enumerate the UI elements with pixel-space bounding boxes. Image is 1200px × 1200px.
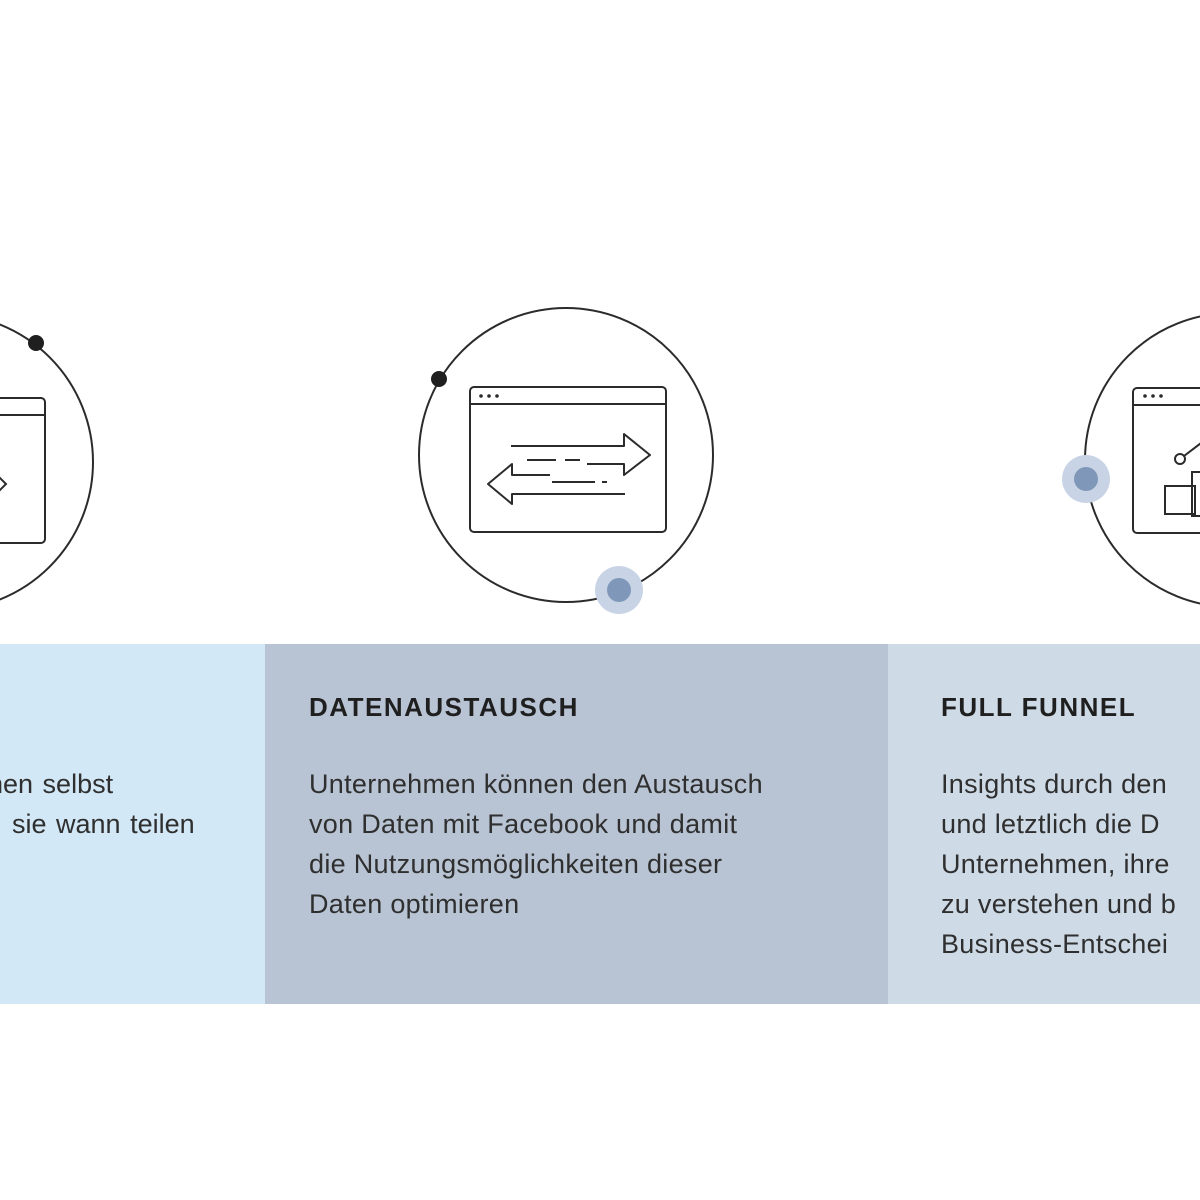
right-panel-line: Unternehmen, ihre	[941, 849, 1170, 879]
feature-panel-left	[0, 644, 265, 1004]
icon-illustrations	[0, 307, 1200, 614]
middle-orbit-circle	[418, 307, 714, 603]
middle-feature-icon	[418, 307, 714, 614]
right-feature-icon	[1062, 315, 1200, 605]
data-exchange-arrows-icon	[469, 386, 667, 533]
left-panel-clip: nen selbst sie wann teilen	[0, 644, 265, 1004]
middle-orbit-dot	[431, 371, 447, 387]
middle-panel-line: von Daten mit Facebook und damit	[309, 809, 738, 839]
left-panel-body: nen selbst sie wann teilen	[0, 764, 195, 844]
right-accent-dot	[1074, 467, 1098, 491]
right-panel-line: Business-Entschei	[941, 929, 1169, 959]
left-orbit-circle	[0, 323, 94, 601]
feature-panel-middle	[265, 644, 888, 1004]
browser-window-icon	[0, 397, 46, 544]
datenaustausch-body: Unternehmen können den Austausch von Dat…	[309, 764, 763, 924]
middle-accent-dot	[607, 578, 631, 602]
middle-panel-line: Daten optimieren	[309, 889, 520, 919]
left-orbit-dot	[28, 335, 44, 351]
right-panel-clip: FULL FUNNEL Insights durch den und letzt…	[888, 644, 1200, 1004]
left-feature-icon	[0, 323, 94, 601]
right-panel-line: Insights durch den	[941, 769, 1168, 799]
middle-panel-line: Unternehmen können den Austausch	[309, 769, 763, 799]
analytics-chart-icon	[1132, 387, 1200, 534]
left-panel-line: sie wann teilen	[12, 809, 195, 839]
right-panel-line: zu verstehen und b	[941, 889, 1177, 919]
feature-panel-right	[888, 644, 1200, 1004]
middle-panel-line: die Nutzungsmöglichkeiten dieser	[309, 849, 723, 879]
datenaustausch-title: DATENAUSTAUSCH	[309, 692, 579, 722]
full-funnel-title: FULL FUNNEL	[941, 692, 1137, 722]
left-panel-line: nen selbst	[0, 769, 114, 799]
right-panel-line: und letztlich die D	[941, 809, 1160, 839]
full-funnel-body: Insights durch den und letztlich die D U…	[941, 764, 1176, 964]
